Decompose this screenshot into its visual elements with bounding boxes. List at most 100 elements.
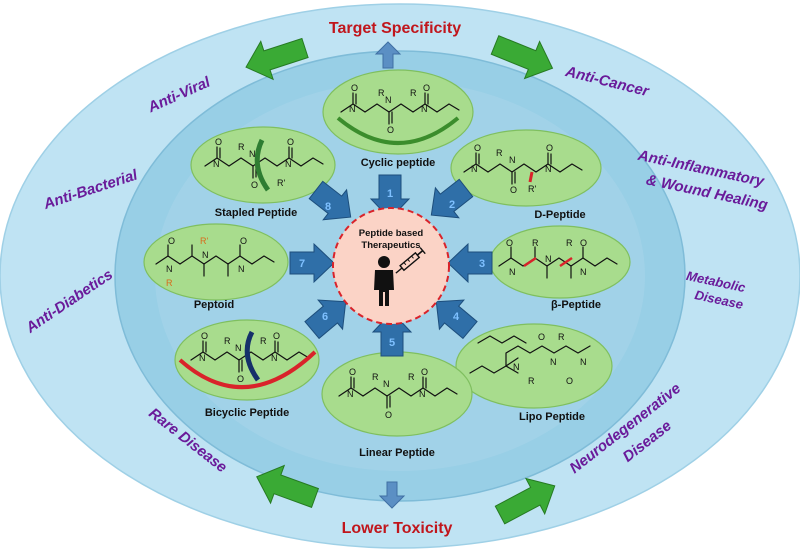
atom-o: O	[251, 180, 258, 190]
arrow-8: 8	[308, 180, 352, 221]
atom-r: R	[496, 148, 503, 158]
atom-n: N	[385, 95, 392, 105]
atom-o: O	[421, 367, 428, 377]
atom-n: N	[202, 250, 209, 260]
atom-n: N	[421, 104, 428, 114]
atom-n: N	[213, 159, 220, 169]
atom-n: N	[509, 267, 516, 277]
atom-r: R	[410, 88, 417, 98]
atom-o: O	[240, 236, 247, 246]
peptide-d: N N N O O O R R' D-Peptide	[450, 129, 602, 221]
atom-r: R	[378, 88, 385, 98]
arrow-2: 2	[430, 178, 474, 219]
atom-o: O	[423, 83, 430, 93]
atom-r: R	[372, 372, 379, 382]
arrow-number-5: 5	[389, 337, 395, 349]
bubble	[455, 323, 613, 409]
atom-r: R	[532, 238, 539, 248]
cyclic-ring	[336, 116, 460, 145]
atom-r: R	[260, 336, 267, 346]
bubble	[190, 126, 336, 204]
bicyclic-ring-blue	[244, 330, 261, 382]
label-d-peptide: D-Peptide	[534, 209, 585, 221]
arrow-7: 7	[289, 242, 335, 284]
arrow-number-4: 4	[453, 311, 460, 323]
label-lipo-peptide: Lipo Peptide	[519, 411, 585, 423]
peptide-cyclic: N N N O O O R R Cyclic peptide	[322, 69, 474, 169]
atom-r: R	[566, 238, 573, 248]
atom-o: O	[273, 331, 280, 341]
atom-r-prime: R'	[528, 184, 536, 194]
arrow-number-3: 3	[479, 258, 485, 270]
atom-n: N	[271, 353, 278, 363]
atom-n: N	[419, 389, 426, 399]
arrow-number-7: 7	[299, 258, 305, 270]
beta-extra-carbon	[523, 256, 573, 268]
atom-n: N	[249, 149, 256, 159]
atom-o: O	[506, 238, 513, 248]
peptide-stapled: N N N O O O R R' Stapled Peptide	[190, 126, 336, 219]
center-circle	[332, 207, 450, 325]
arrow-number-8: 8	[325, 201, 331, 213]
atom-o: O	[351, 83, 358, 93]
label-peptoid: Peptoid	[194, 299, 234, 311]
title-lower-toxicity: Lower Toxicity	[342, 520, 453, 537]
atom-n: N	[199, 353, 206, 363]
atom-r: R	[558, 332, 565, 342]
arrow-4: 4	[435, 299, 478, 340]
staple-link	[254, 138, 271, 192]
peptide-lipo: N N N R R O O Lipo Peptide	[455, 323, 613, 423]
atom-n: N	[383, 379, 390, 389]
label-bicyclic-peptide: Bicyclic Peptide	[205, 407, 289, 419]
atom-n: N	[349, 104, 356, 114]
center-hub: Peptide based Therapeutics	[332, 207, 450, 325]
atom-o: O	[385, 410, 392, 420]
atom-r-prime: R'	[200, 236, 208, 246]
bubble	[489, 225, 631, 299]
label-stapled-peptide: Stapled Peptide	[215, 207, 298, 219]
atom-n: N	[347, 389, 354, 399]
atom-n: N	[471, 164, 478, 174]
arrow-6: 6	[304, 299, 347, 340]
atom-o: O	[538, 332, 545, 342]
atom-o: O	[215, 137, 222, 147]
arrow-number-6: 6	[322, 311, 328, 323]
green-arrow-bottom-left	[256, 464, 320, 509]
atom-r: R	[408, 372, 415, 382]
arrow-number-2: 2	[449, 199, 455, 211]
atom-r: R	[166, 278, 173, 288]
green-arrow-top-right	[490, 35, 554, 80]
arrow-number-1: 1	[387, 188, 393, 200]
d-stereo-wedge	[528, 171, 534, 183]
atom-o: O	[349, 367, 356, 377]
label-beta-peptide: β-Peptide	[551, 299, 601, 311]
atom-o: O	[287, 137, 294, 147]
atom-n: N	[580, 267, 587, 277]
bubble	[143, 223, 289, 301]
center-line-2: Therapeutics	[361, 240, 420, 251]
atom-n: N	[285, 159, 292, 169]
bubble	[450, 129, 602, 207]
atom-r: R	[238, 142, 245, 152]
peptide-peptoid: N N N O O R R' Peptoid	[143, 223, 289, 311]
atom-o: O	[168, 236, 175, 246]
green-arrow-top-left	[245, 37, 309, 81]
atom-o: O	[566, 376, 573, 386]
atom-n: N	[580, 357, 587, 367]
atom-n: N	[513, 362, 520, 372]
atom-n: N	[545, 254, 552, 264]
atom-n: N	[545, 164, 552, 174]
atom-o: O	[474, 143, 481, 153]
title-target-specificity: Target Specificity	[329, 20, 461, 37]
syringe-icon	[395, 247, 426, 274]
atom-o: O	[546, 143, 553, 153]
atom-o: O	[387, 125, 394, 135]
bicyclic-ring-red	[178, 350, 317, 390]
person-icon	[374, 256, 394, 306]
atom-r-prime: R'	[277, 178, 285, 188]
arrow-up-target	[374, 41, 402, 69]
atom-n: N	[550, 357, 557, 367]
peptide-beta: N N N O O R R β-Peptide	[489, 225, 631, 311]
